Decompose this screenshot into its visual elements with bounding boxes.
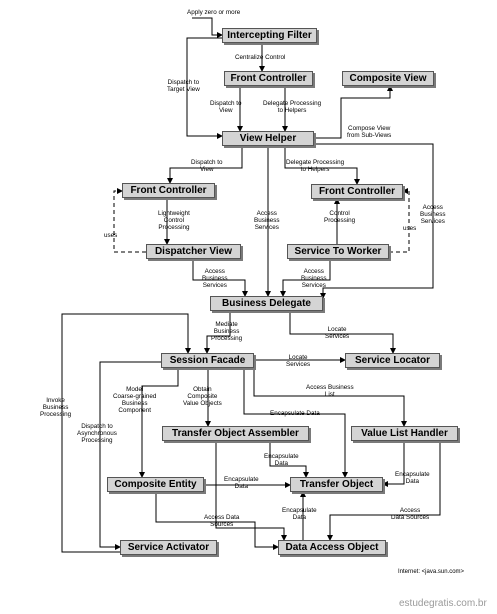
apply-zero-or-more-label: Apply zero or more (187, 9, 241, 16)
front-controller-right-node: Front Controller (311, 184, 403, 199)
edge-viewhelper-to-fcleft (167, 146, 243, 184)
edge-viewhelper-right-to-delegate (314, 143, 434, 299)
service-to-worker-node: Service To Worker (287, 244, 389, 259)
business-delegate-node: Business Delegate (210, 296, 323, 311)
edge-dispatcherview-to-delegate (192, 259, 248, 297)
edge-compositeentity-to-dao (155, 492, 279, 550)
uses-left-label: uses (104, 232, 118, 239)
dispatcher-view-node: Dispatcher View (146, 244, 241, 259)
edge-apply-filter (192, 17, 223, 38)
edge-delegate-locate-services (289, 311, 396, 354)
view-helper-node: View Helper (222, 131, 314, 146)
edge-viewhelper-to-compositeview (314, 85, 393, 139)
intercepting-filter-node: Intercepting Filter (222, 28, 317, 43)
composite-view-node: Composite View (342, 71, 434, 86)
edge-toassembler-to-transferobject (269, 441, 309, 478)
transfer-object-node: Transfer Object (290, 477, 383, 492)
edge-viewhelper-to-fcright (284, 146, 360, 185)
edge-sessionfacade-to-compositeentity (139, 368, 179, 478)
service-activator-node: Service Activator (120, 540, 217, 555)
service-locator-node: Service Locator (345, 353, 440, 368)
edge-valuelisthandler-to-transferobject (382, 441, 405, 487)
uses-right-label: uses (403, 225, 417, 232)
edge-invoke-business-processing (61, 313, 191, 553)
composite-entity-node: Composite Entity (107, 477, 204, 492)
front-controller-top-node: Front Controller (224, 71, 313, 86)
edge-valuelisthandler-to-dao (327, 441, 441, 541)
data-access-object-node: Data Access Object (278, 540, 386, 555)
value-list-handler-node: Value List Handler (351, 426, 458, 441)
watermark: estudegratis.com.br (399, 598, 487, 609)
edge-sessionfacade-to-serviceactivator (99, 361, 161, 550)
edge-dispatcherview-uses-left (113, 188, 146, 253)
session-facade-node: Session Facade (161, 353, 254, 368)
edge-delegate-to-sessionfacade (204, 311, 231, 354)
front-controller-left-node: Front Controller (122, 183, 215, 198)
transfer-object-assembler-node: Transfer Object Assembler (162, 426, 309, 441)
source-credit: Internet: <java.sun.com> (398, 569, 465, 575)
edge-stw-uses-right (389, 188, 410, 253)
encapsulate-data-label-1: Encapsulate Data (270, 410, 320, 417)
edge-filter-to-viewhelper (186, 37, 223, 139)
centralize-control-label: Centralize Control (235, 54, 286, 61)
edge-sessionfacade-to-transferobject (243, 368, 348, 478)
edge-stw-to-delegate (280, 259, 331, 297)
edge-sessionfacade-to-valuelisthandler (253, 366, 407, 427)
